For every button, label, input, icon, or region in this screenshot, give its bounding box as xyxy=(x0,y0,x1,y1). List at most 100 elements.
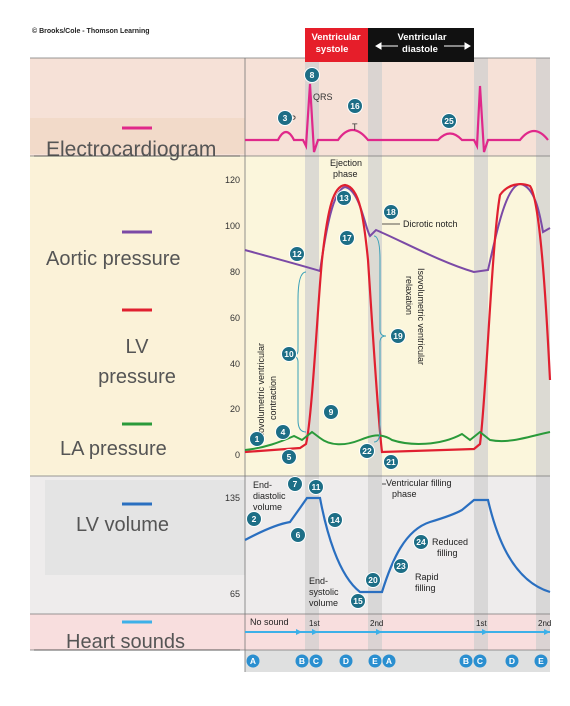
ejection-label-2: phase xyxy=(333,169,358,179)
aortic-label: Aortic pressure xyxy=(46,248,181,270)
pressure-tick-20: 20 xyxy=(230,404,240,414)
marker-1: 1 xyxy=(249,431,265,447)
volume-label: LV volume xyxy=(76,514,169,536)
marker-13: 13 xyxy=(336,190,352,206)
phase-letter-D-3: D xyxy=(339,654,353,668)
svg-text:25: 25 xyxy=(444,116,454,126)
svg-text:19: 19 xyxy=(393,331,403,341)
rapid-filling-label-1: Rapid xyxy=(415,572,439,582)
systole-label-1: Ventricular xyxy=(311,32,360,43)
svg-text:E: E xyxy=(538,656,544,666)
heart-sounds-arrows xyxy=(296,629,550,635)
svg-text:6: 6 xyxy=(296,530,301,540)
phase-letter-A-5: A xyxy=(382,654,396,668)
svg-text:A: A xyxy=(250,656,256,666)
svg-text:16: 16 xyxy=(350,101,360,111)
svg-text:3: 3 xyxy=(283,113,288,123)
volume-annotations: End- diastolic volume End- systolic volu… xyxy=(253,478,468,608)
pressure-label-panel xyxy=(30,158,245,474)
numbered-markers: 1234567891011121314151617181920212223242… xyxy=(246,67,457,609)
diastole-label-1: Ventricular xyxy=(397,32,446,43)
systole-label-2: systole xyxy=(316,44,349,55)
end-diastolic-label-2: diastolic xyxy=(253,491,286,501)
pressure-tick-100: 100 xyxy=(225,221,240,231)
filling-phase-label-2: phase xyxy=(392,489,417,499)
volume-axis: 135 65 xyxy=(225,493,240,599)
iso-contraction-label-1: Isovolumetric ventricular xyxy=(256,343,266,440)
svg-text:7: 7 xyxy=(293,479,298,489)
svg-text:10: 10 xyxy=(284,349,294,359)
iso-contraction-band-2 xyxy=(474,58,488,650)
iso-contraction-band xyxy=(305,58,319,650)
reduced-filling-label-2: filling xyxy=(437,548,458,558)
svg-text:B: B xyxy=(463,656,469,666)
sounds-label: Heart sounds xyxy=(66,631,185,653)
pressure-tick-40: 40 xyxy=(230,359,240,369)
ecg-label: Electrocardiogram xyxy=(46,138,216,161)
ecg-t-label: T xyxy=(352,122,358,132)
filling-phase-label: Ventricular filling xyxy=(386,478,452,488)
copyright-notice: © Brooks/Cole - Thomson Learning xyxy=(32,28,150,35)
svg-text:C: C xyxy=(313,656,319,666)
marker-23: 23 xyxy=(393,558,409,574)
svg-text:15: 15 xyxy=(353,596,363,606)
marker-4: 4 xyxy=(275,424,291,440)
volume-tick-65: 65 xyxy=(230,589,240,599)
svg-text:24: 24 xyxy=(416,537,426,547)
marker-21: 21 xyxy=(383,454,399,470)
second-sound-label-2: 2nd xyxy=(538,619,551,628)
iso-relaxation-label-1: Isovolumetric ventricular xyxy=(416,268,426,365)
marker-9: 9 xyxy=(323,404,339,420)
volume-label-panel xyxy=(45,480,245,575)
diastole-label-2: diastole xyxy=(402,44,438,55)
phase-letter-B-1: B xyxy=(295,654,309,668)
lv-pressure-label-2: pressure xyxy=(98,366,176,388)
marker-20: 20 xyxy=(365,572,381,588)
end-systolic-label-3: volume xyxy=(309,598,338,608)
svg-text:2: 2 xyxy=(252,514,257,524)
ecg-qrs-label: QRS xyxy=(313,92,333,102)
svg-text:14: 14 xyxy=(330,515,340,525)
svg-text:23: 23 xyxy=(396,561,406,571)
end-diastolic-label-1: End- xyxy=(253,480,272,490)
svg-text:4: 4 xyxy=(281,427,286,437)
svg-text:D: D xyxy=(343,656,349,666)
marker-24: 24 xyxy=(413,534,429,550)
systole-header xyxy=(305,28,368,62)
pressure-tick-120: 120 xyxy=(225,175,240,185)
lv-volume-trace xyxy=(244,496,551,594)
diastole-header xyxy=(368,28,474,62)
phase-letter-D-8: D xyxy=(505,654,519,668)
marker-8: 8 xyxy=(304,67,320,83)
svg-text:22: 22 xyxy=(362,446,372,456)
no-sound-label: No sound xyxy=(250,617,289,627)
marker-3: 3 xyxy=(277,110,293,126)
phase-letter-E-9: E xyxy=(534,654,548,668)
svg-text:17: 17 xyxy=(342,233,352,243)
second-sound-label: 2nd xyxy=(370,619,383,628)
marker-18: 18 xyxy=(383,204,399,220)
pressure-tick-0: 0 xyxy=(235,450,240,460)
marker-10: 10 xyxy=(281,346,297,362)
svg-text:21: 21 xyxy=(386,457,396,467)
svg-text:C: C xyxy=(477,656,483,666)
lv-pressure-label-1: LV xyxy=(126,336,150,358)
phase-letter-B-6: B xyxy=(459,654,473,668)
ecg-label-panel xyxy=(30,118,245,154)
volume-tick-135: 135 xyxy=(225,493,240,503)
svg-text:11: 11 xyxy=(312,482,321,492)
iso-relaxation-band-2 xyxy=(536,58,550,650)
first-sound-label-2: 1st xyxy=(476,619,487,628)
svg-text:5: 5 xyxy=(287,452,292,462)
marker-14: 14 xyxy=(327,512,343,528)
marker-22: 22 xyxy=(359,443,375,459)
marker-7: 7 xyxy=(287,476,303,492)
marker-25: 25 xyxy=(441,113,457,129)
diastole-arrow xyxy=(375,42,471,50)
ecg-p-label: P xyxy=(290,114,296,124)
marker-16: 16 xyxy=(347,98,363,114)
svg-text:A: A xyxy=(386,656,392,666)
pressure-annotations: Ejection phase Dicrotic notch Isovolumet… xyxy=(256,158,458,440)
reduced-filling-label-1: Reduced xyxy=(432,537,468,547)
